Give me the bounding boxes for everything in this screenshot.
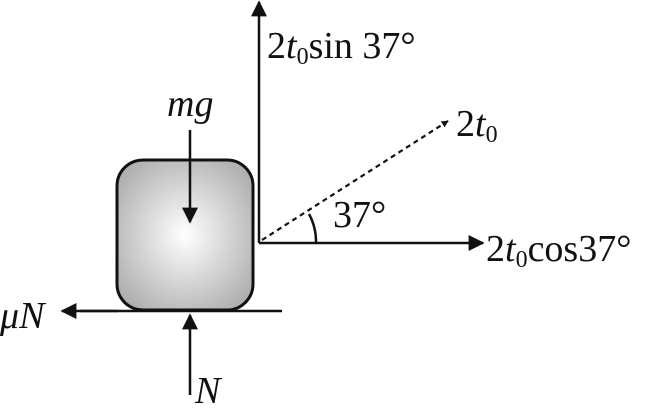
friction-label: μN [0,295,47,337]
weight-label: mg [167,83,213,125]
vertical-component-label: 2t0sin 37° [267,25,416,70]
normal-label: N [194,370,223,409]
resultant-label: 2t0 [456,103,498,148]
block [115,158,255,312]
horizontal-component-label: 2t0cos37° [486,228,631,273]
angle-arc [307,213,318,244]
resultant-dashed-arrow [261,120,449,241]
angle-label: 37° [333,194,386,236]
